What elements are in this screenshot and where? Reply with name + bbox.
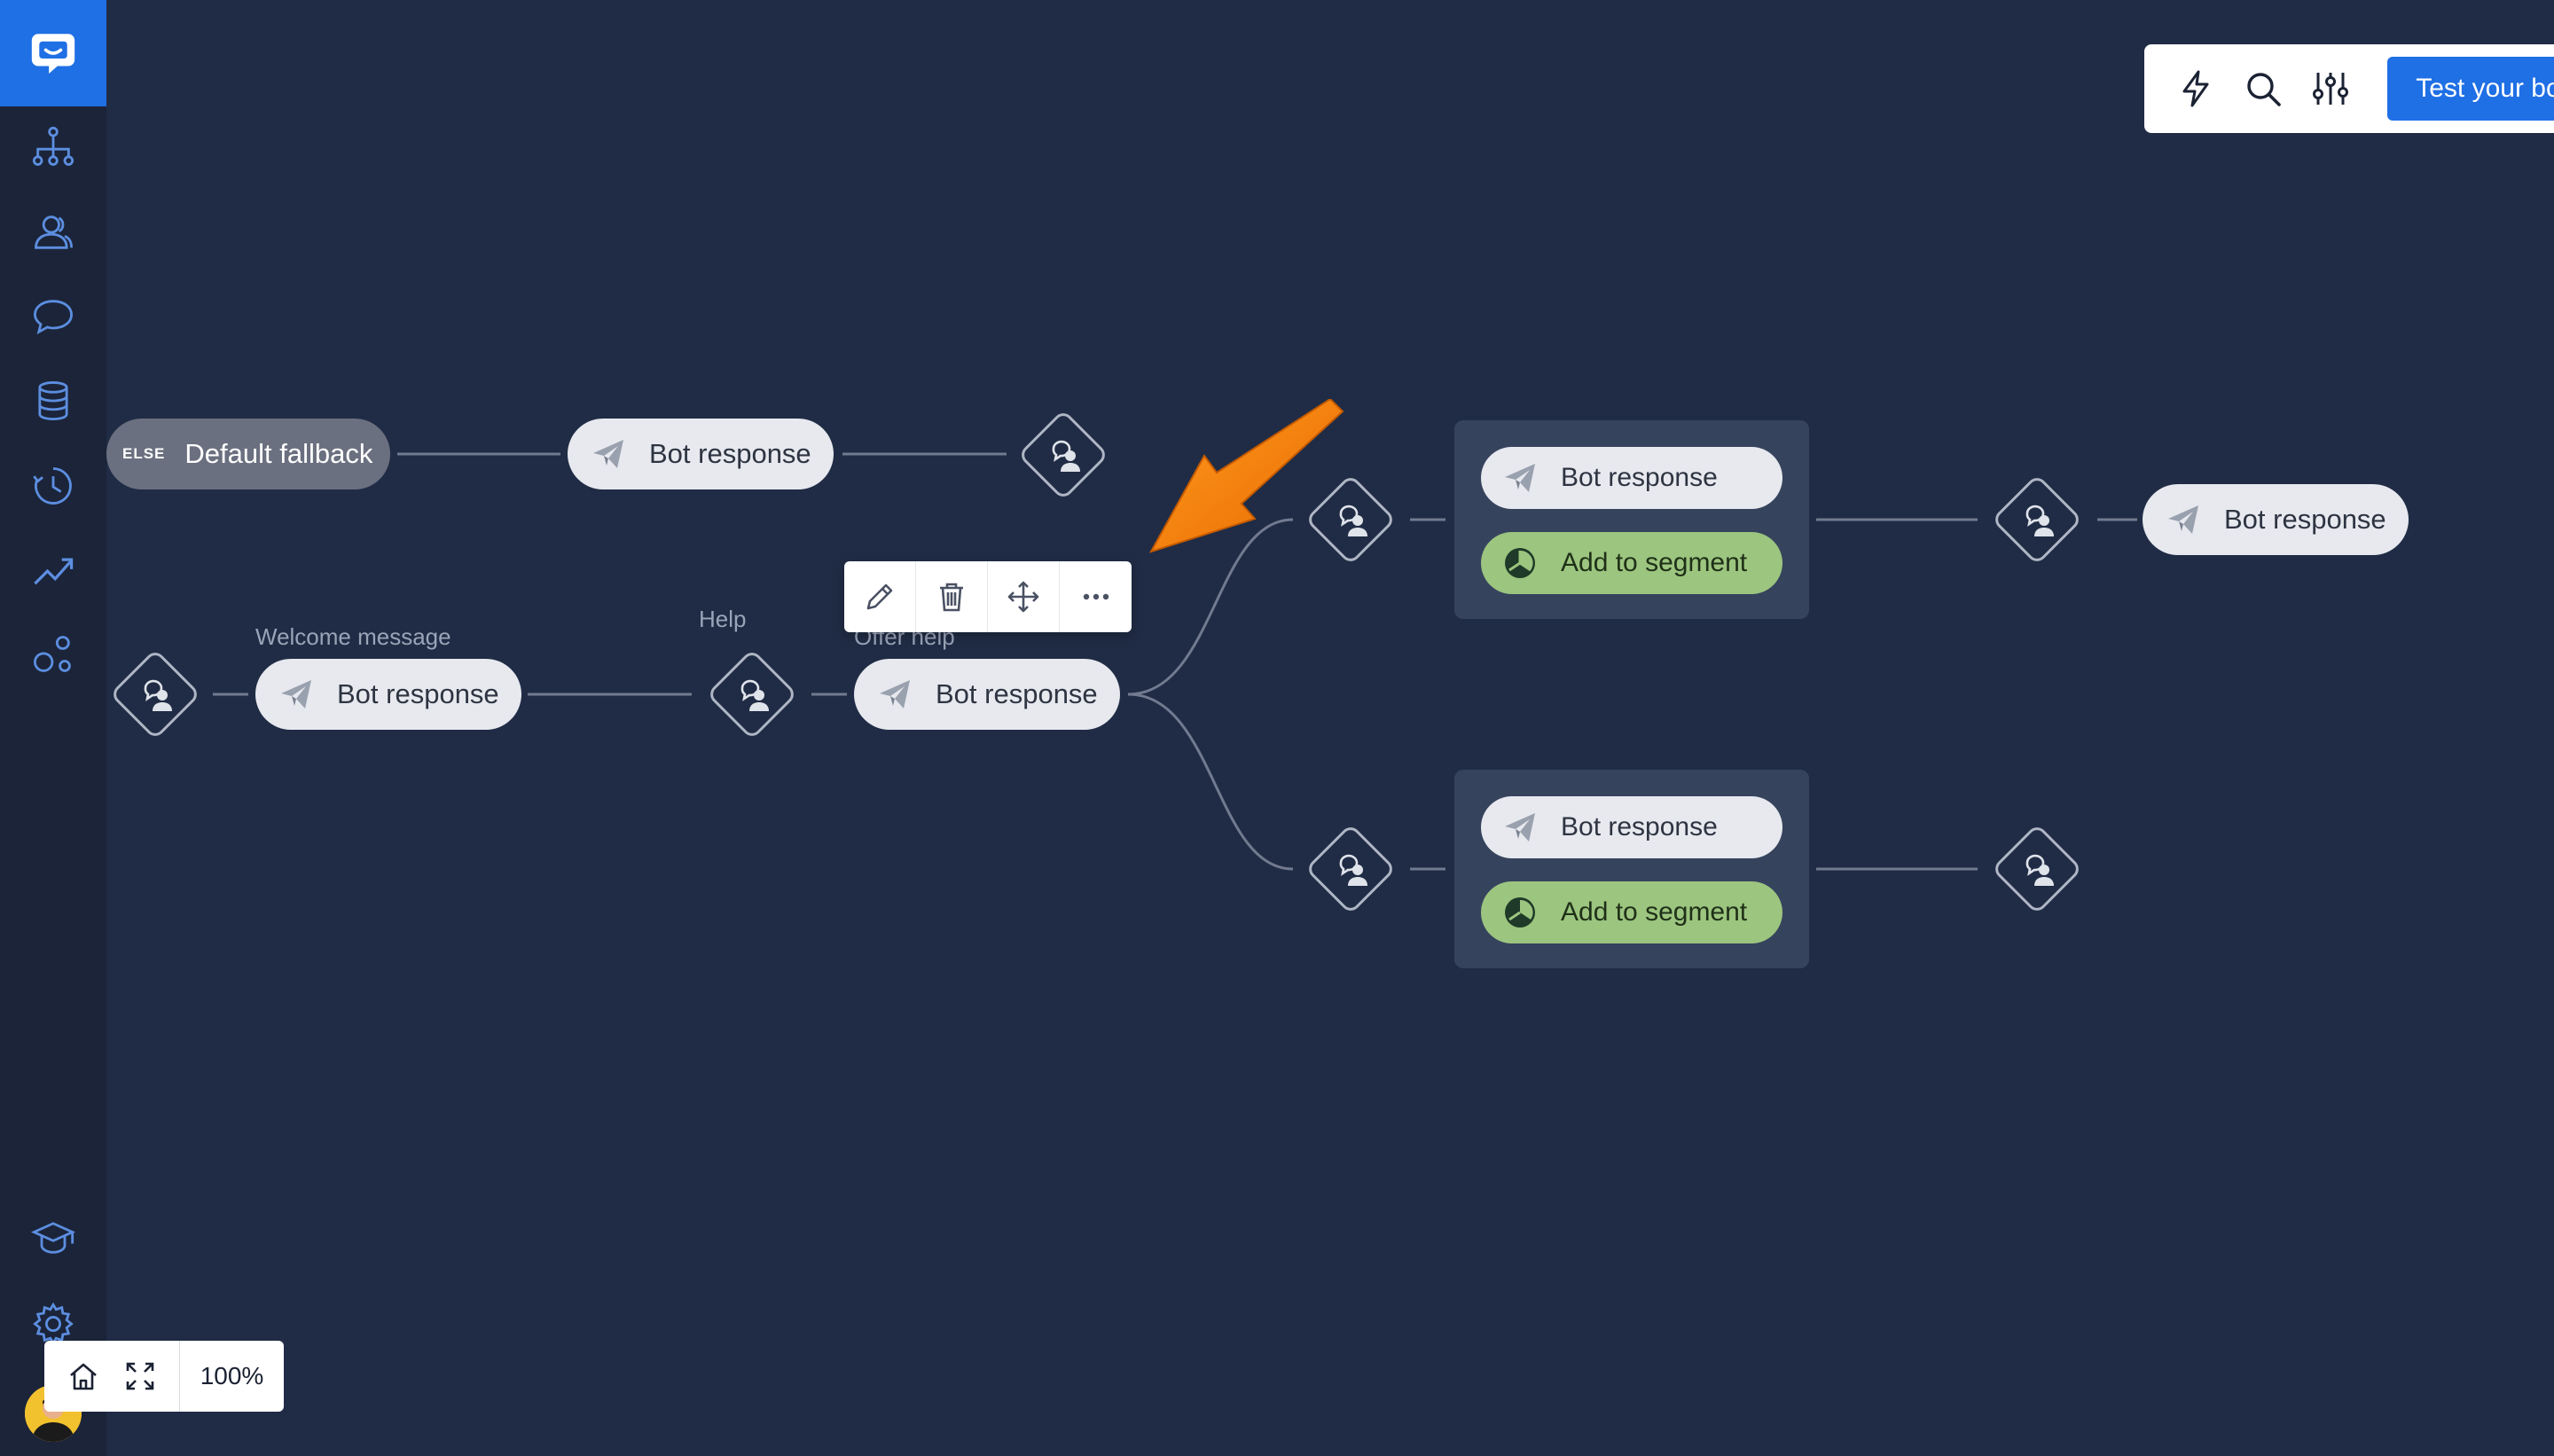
offer-help-bot-response-node[interactable]: Bot response <box>854 659 1120 730</box>
user-input-icon <box>710 653 794 736</box>
right-bottom-user-input-node[interactable] <box>1988 820 2086 918</box>
reports-trend-icon <box>34 558 74 585</box>
user-input-icon <box>1309 478 1392 561</box>
segment-pie-icon <box>1502 545 1538 581</box>
bot-response-node[interactable]: Bot response <box>568 419 834 489</box>
sidebar-item-stories[interactable] <box>27 121 80 174</box>
sidebar-item-chats[interactable] <box>27 290 80 343</box>
zoom-level[interactable]: 100% <box>200 1362 264 1389</box>
edit-pencil-icon <box>866 583 893 610</box>
group-top-bot-response[interactable]: Bot response <box>1481 447 1782 509</box>
delete-node-button[interactable] <box>916 561 988 632</box>
help-user-input-node[interactable] <box>703 646 801 743</box>
edit-node-button[interactable] <box>844 561 916 632</box>
sidebar-item-academy[interactable] <box>27 1211 80 1264</box>
stories-flow-icon <box>32 126 74 166</box>
send-plane-icon <box>278 677 314 712</box>
bot-response-label: Bot response <box>1561 812 1718 842</box>
send-plane-icon <box>1502 810 1538 845</box>
archive-history-icon <box>33 467 72 505</box>
send-plane-icon <box>591 436 626 472</box>
right-bot-response-node[interactable]: Bot response <box>2143 484 2409 555</box>
zoom-controls: 100% <box>44 1341 284 1412</box>
default-fallback-node[interactable]: ELSE Default fallback <box>106 419 390 489</box>
user-input-icon <box>114 653 197 736</box>
more-options-button[interactable] <box>1060 561 1132 632</box>
group-bottom-add-to-segment[interactable]: Add to segment <box>1481 881 1782 943</box>
data-database-icon <box>38 381 68 420</box>
search-icon <box>2247 73 2281 106</box>
help-label: Help <box>699 606 747 632</box>
sidebar-item-integrations[interactable] <box>27 628 80 681</box>
lightning-icon <box>2182 70 2209 107</box>
sidebar-item-audience[interactable] <box>27 206 80 259</box>
user-input-icon <box>1995 827 2079 911</box>
flow-canvas[interactable]: ELSE Default fallback Bot response Welco… <box>106 0 2554 1456</box>
bot-response-label: Bot response <box>337 678 499 709</box>
home-icon <box>70 1363 97 1390</box>
filters-sliders-icon <box>2313 73 2348 105</box>
chat-bubble-logo-icon <box>31 34 75 74</box>
zoom-divider <box>179 1341 180 1412</box>
chats-bubble-icon <box>34 300 73 335</box>
sidebar-item-archive[interactable] <box>27 459 80 513</box>
segment-pie-icon <box>1502 895 1538 930</box>
test-your-bot-button[interactable]: Test your bot <box>2387 57 2554 121</box>
start-user-input-node[interactable] <box>106 646 204 743</box>
branch-bottom-user-input-node[interactable] <box>1302 820 1399 918</box>
move-arrows-icon <box>1007 581 1039 613</box>
else-tag: ELSE <box>122 445 166 462</box>
academy-cap-icon <box>30 1222 76 1254</box>
annotation-arrow-icon <box>1148 399 1344 553</box>
welcome-bot-response-node[interactable]: Bot response <box>255 659 521 730</box>
add-to-segment-label: Add to segment <box>1561 548 1748 577</box>
default-fallback-label: Default fallback <box>184 438 373 469</box>
bot-response-label: Bot response <box>2224 504 2386 535</box>
more-dots-icon <box>1083 593 1109 600</box>
add-to-segment-label: Add to segment <box>1561 897 1748 927</box>
user-input-node[interactable] <box>1015 406 1112 504</box>
automation-button[interactable] <box>2162 55 2229 122</box>
group-top-add-to-segment[interactable]: Add to segment <box>1481 532 1782 594</box>
user-input-icon <box>1022 413 1105 497</box>
group-bottom-bot-response[interactable]: Bot response <box>1481 796 1782 858</box>
right-top-user-input-node[interactable] <box>1988 471 2086 568</box>
send-plane-icon <box>2166 502 2201 537</box>
send-plane-icon <box>1502 460 1538 496</box>
delete-trash-icon <box>940 583 963 612</box>
user-input-icon <box>1995 478 2079 561</box>
bot-response-label: Bot response <box>1561 463 1718 492</box>
filters-button[interactable] <box>2297 55 2364 122</box>
audience-users-icon <box>35 215 73 249</box>
top-toolbar: Test your bot <box>2144 44 2554 133</box>
fit-to-screen-button[interactable] <box>112 1341 168 1412</box>
sidebar-item-data[interactable] <box>27 374 80 427</box>
bot-response-label: Bot response <box>936 678 1098 709</box>
sidebar <box>0 0 106 1456</box>
search-button[interactable] <box>2229 55 2297 122</box>
home-view-button[interactable] <box>55 1341 112 1412</box>
fit-to-screen-icon <box>126 1362 154 1390</box>
sidebar-item-reports[interactable] <box>27 544 80 597</box>
user-input-icon <box>1309 827 1392 911</box>
integrations-icon <box>34 636 71 672</box>
move-node-button[interactable] <box>988 561 1060 632</box>
chatbot-logo[interactable] <box>0 0 106 106</box>
branch-top-user-input-node[interactable] <box>1302 471 1399 568</box>
welcome-message-label: Welcome message <box>255 623 451 650</box>
bot-response-label: Bot response <box>649 438 811 469</box>
send-plane-icon <box>877 677 913 712</box>
connector-lines <box>213 452 2137 871</box>
node-action-toolbar <box>844 561 1132 632</box>
